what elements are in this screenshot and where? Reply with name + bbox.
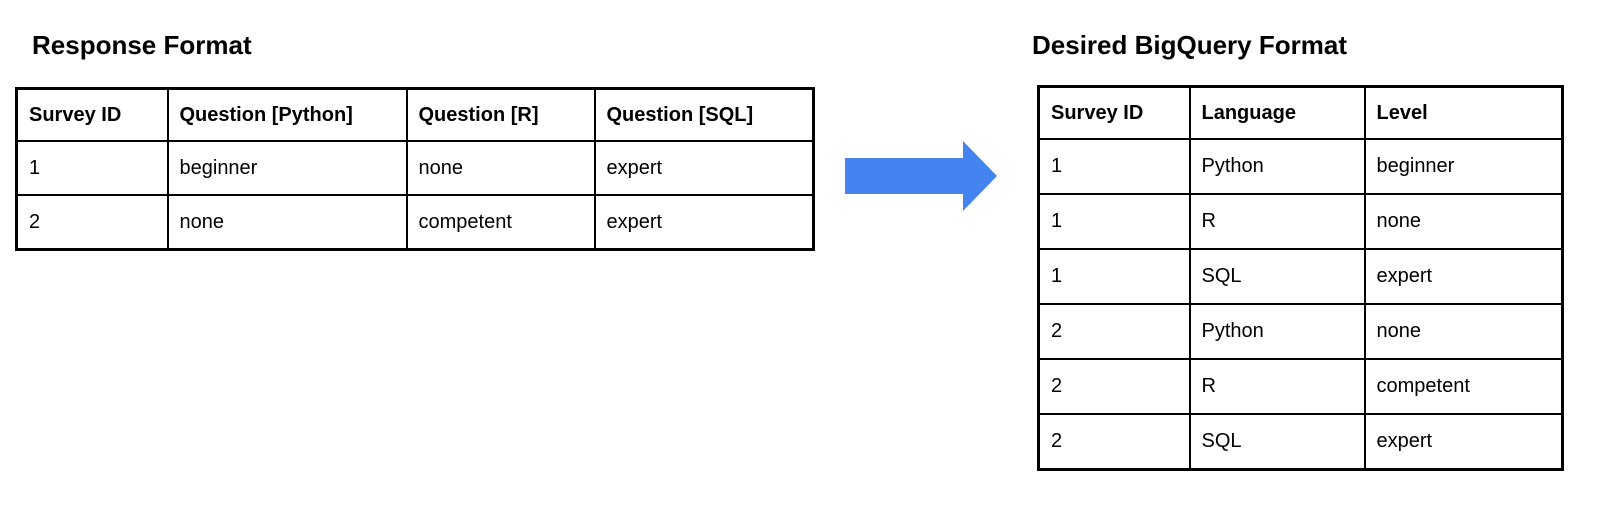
left-table-title: Response Format [32, 30, 252, 60]
table-cell: 1 [1037, 138, 1191, 195]
table-cell: competent [1363, 358, 1564, 415]
column-header-question-python: Question [Python] [166, 87, 408, 142]
table-row: 1 SQL expert [1037, 248, 1564, 305]
table-cell: 1 [1037, 193, 1191, 250]
table-cell: beginner [1363, 138, 1564, 195]
column-header-question-r: Question [R] [405, 87, 596, 142]
table-cell: expert [593, 194, 815, 251]
table-cell: 2 [1037, 358, 1191, 415]
table-cell: none [1363, 303, 1564, 360]
table-cell: Python [1188, 303, 1366, 360]
table-cell: competent [405, 194, 596, 251]
bigquery-format-table: Survey ID Language Level 1 Python beginn… [1037, 85, 1564, 471]
table-cell: 2 [1037, 413, 1191, 471]
table-cell: R [1188, 193, 1366, 250]
table-cell: none [166, 194, 408, 251]
column-header-level: Level [1363, 85, 1564, 140]
column-header-question-sql: Question [SQL] [593, 87, 815, 142]
table-cell: 2 [15, 194, 169, 251]
response-format-table: Survey ID Question [Python] Question [R]… [15, 87, 815, 251]
table-cell: expert [1363, 248, 1564, 305]
table-header-row: Survey ID Language Level [1037, 85, 1564, 140]
table-cell: beginner [166, 140, 408, 196]
table-header-row: Survey ID Question [Python] Question [R]… [15, 87, 815, 142]
table-cell: none [405, 140, 596, 196]
column-header-language: Language [1188, 85, 1366, 140]
table-row: 2 none competent expert [15, 194, 815, 251]
right-arrow-icon [845, 141, 997, 211]
table-row: 1 beginner none expert [15, 140, 815, 196]
table-row: 1 Python beginner [1037, 138, 1564, 195]
right-arrow-shape [845, 141, 997, 211]
column-header-survey-id: Survey ID [1037, 85, 1191, 140]
table-cell: expert [593, 140, 815, 196]
column-header-survey-id: Survey ID [15, 87, 169, 142]
table-cell: expert [1363, 413, 1564, 471]
table-cell: R [1188, 358, 1366, 415]
table-row: 2 Python none [1037, 303, 1564, 360]
table-cell: Python [1188, 138, 1366, 195]
table-cell: 1 [15, 140, 169, 196]
right-table-title: Desired BigQuery Format [1032, 30, 1347, 60]
table-cell: 2 [1037, 303, 1191, 360]
table-cell: SQL [1188, 248, 1366, 305]
table-cell: none [1363, 193, 1564, 250]
table-row: 2 R competent [1037, 358, 1564, 415]
table-row: 2 SQL expert [1037, 413, 1564, 471]
table-cell: SQL [1188, 413, 1366, 471]
table-row: 1 R none [1037, 193, 1564, 250]
table-cell: 1 [1037, 248, 1191, 305]
